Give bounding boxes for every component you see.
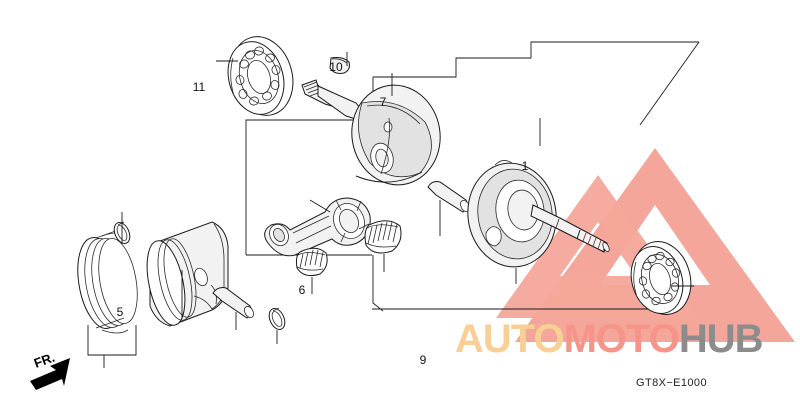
crank-pin	[427, 181, 470, 213]
piston-pin-clip-lower	[268, 307, 286, 330]
callout-woodruff-key[interactable]: 10	[329, 60, 343, 74]
part-code-label: GT8X−E1000	[636, 377, 707, 389]
callout-connecting-rod[interactable]: 6	[299, 283, 306, 297]
connecting-rod	[264, 197, 371, 257]
piston-pin	[212, 287, 254, 319]
leader-lines	[87, 52, 694, 368]
callout-piston-pin-clip-upper[interactable]: 5	[117, 305, 124, 319]
main-bearing-left	[227, 36, 294, 116]
callout-main-bearing-left[interactable]: 11	[193, 80, 206, 94]
woodruff-key	[329, 57, 350, 74]
big-end-needle-bearing	[364, 220, 402, 254]
callout-crank-web-left[interactable]: 7	[380, 95, 387, 109]
watermark-word-auto: AUTOMOTOHUB	[455, 317, 763, 361]
piston-ring-set	[77, 227, 138, 334]
callout-crankshaft-assembly[interactable]: 1	[522, 159, 529, 173]
crank-web-left	[301, 79, 441, 186]
small-end-needle-bearing	[295, 247, 328, 276]
piston	[146, 221, 229, 327]
fr-label: FR.	[32, 350, 57, 371]
crank-web-right	[467, 160, 610, 268]
fr-arrow-icon	[30, 358, 70, 390]
main-bearing-right	[630, 241, 692, 315]
callout-crank-pin[interactable]: 9	[420, 353, 427, 367]
